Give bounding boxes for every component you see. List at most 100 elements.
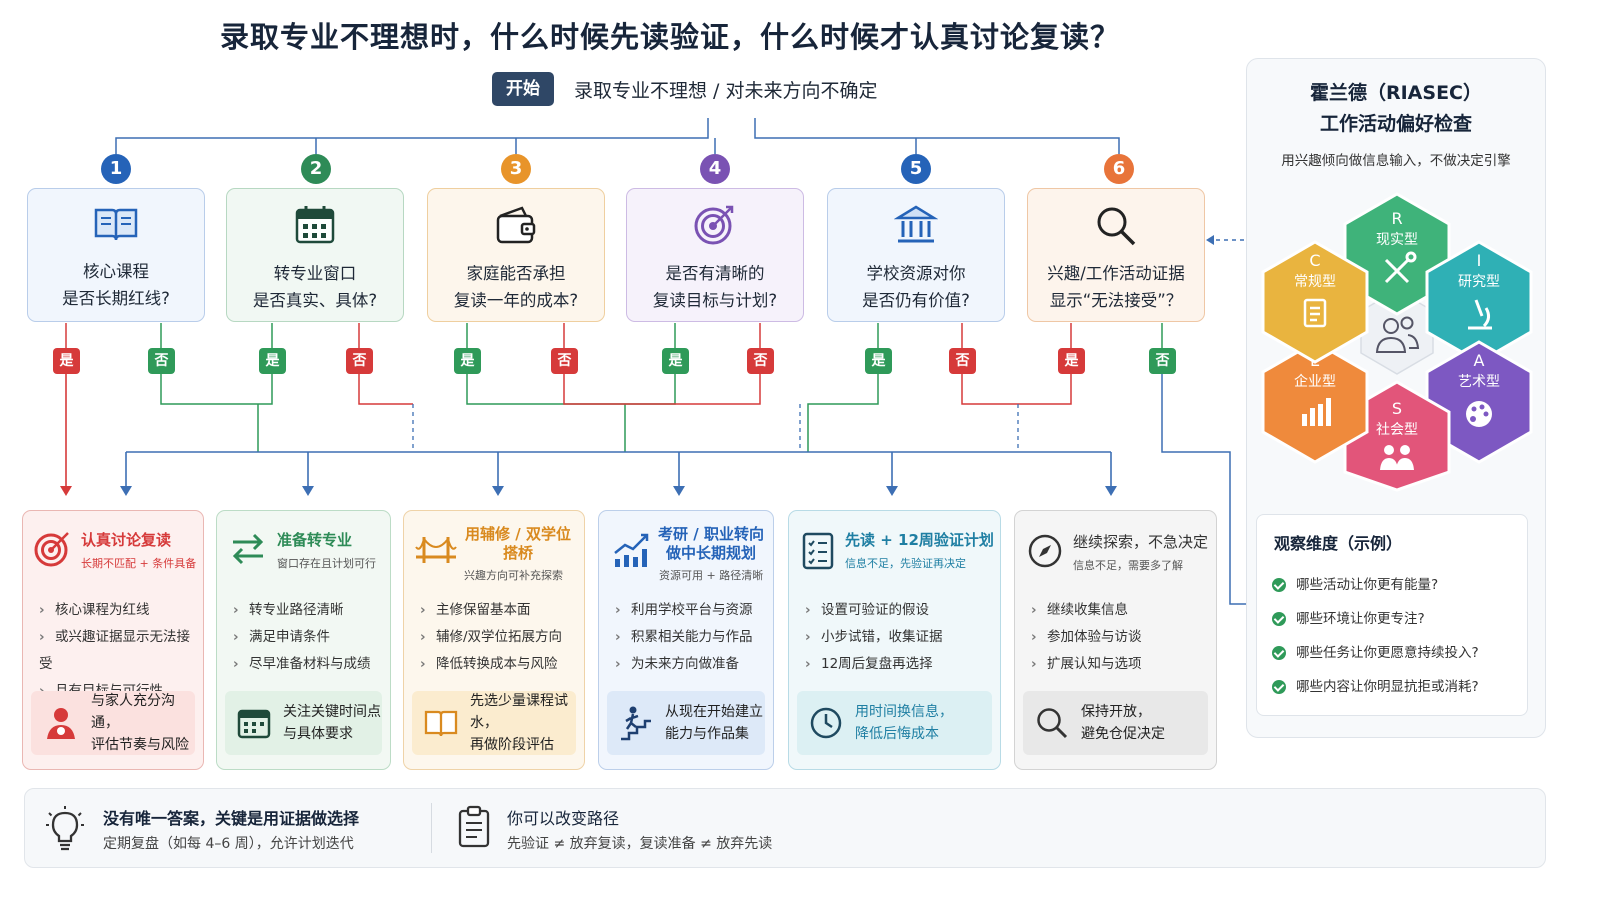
hex-letter: I xyxy=(1477,251,1482,270)
list-item: 利用学校平台与资源 xyxy=(615,597,753,624)
no-tag-q5: 否 xyxy=(949,348,976,374)
question-text: 兴趣/工作活动证据 显示“无法接受”？ xyxy=(1047,264,1185,310)
page-title: 录取专业不理想时，什么时候先读验证，什么时候才认真讨论复读？ xyxy=(219,20,1120,54)
outcome-tip-box: 与家人充分沟通， 评估节奏与风险 xyxy=(31,691,195,755)
outcome-card-grad-career: 考研 / 职业转向 做中长期规划 资源可用 + 路径清晰 利用学校平台与资源 积… xyxy=(598,510,774,770)
compass-icon xyxy=(1028,534,1062,568)
question-number-3: 3 xyxy=(501,154,531,184)
outcome-subtitle: 长期不匹配 + 条件具备 xyxy=(81,557,197,570)
question-text: 家庭能否承担 复读一年的成本? xyxy=(453,264,579,310)
yes-tag-q6: 是 xyxy=(1058,348,1085,374)
list-item: 转专业路径清晰 xyxy=(233,597,371,624)
list-item: 满足申请条件 xyxy=(233,624,371,651)
bulb-icon xyxy=(46,806,84,851)
book-icon xyxy=(94,208,138,241)
list-item: 尽早准备材料与成绩 xyxy=(233,651,371,678)
outcome-card-transfer: 准备转专业 窗口存在且计划可行 转专业路径清晰 满足申请条件 尽早准备材料与成绩… xyxy=(216,510,391,770)
footer-left-title: 没有唯一答案，关键是用证据做选择 xyxy=(103,809,360,828)
hex-letter: S xyxy=(1392,399,1402,418)
observation-list: 哪些活动让你更有能量? 哪些环境让你更专注? 哪些任务让你更愿意持续投入? 哪些… xyxy=(1272,568,1479,704)
no-tag-q6: 否 xyxy=(1149,348,1176,374)
target-icon xyxy=(694,205,734,245)
list-item: 继续收集信息 xyxy=(1031,597,1142,624)
search-icon xyxy=(1097,207,1136,246)
hex-letter: C xyxy=(1309,251,1320,270)
hex-enterprising xyxy=(1261,340,1369,464)
family-icon xyxy=(47,708,75,739)
question-number-6: 6 xyxy=(1104,154,1134,184)
no-tag-q4: 否 xyxy=(747,348,774,374)
question-card-core-courses: 核心课程 是否长期红线? xyxy=(27,188,205,322)
users-icon xyxy=(1375,316,1420,353)
tools-icon xyxy=(1384,251,1417,284)
outcome-card-study-verify: 先读 + 12周验证计划 信息不足，先验证再决定 设置可验证的假设 小步试错，收… xyxy=(788,510,1001,770)
outcome-title: 考研 / 职业转向 做中长期规划 xyxy=(658,525,764,562)
yes-tag-q2: 是 xyxy=(259,348,286,374)
list-item: 小步试错，收集证据 xyxy=(805,624,943,651)
riasec-subtitle: 用兴趣倾向做信息输入，不做决定引擎 xyxy=(1281,153,1511,169)
bar-chart-icon xyxy=(1302,398,1331,426)
outcome-title: 用辅修 / 双学位 搭桥 xyxy=(465,525,571,562)
footer-divider xyxy=(431,803,432,853)
list-item: 扩展认知与选项 xyxy=(1031,651,1142,678)
list-item: 12周后复盘再选择 xyxy=(805,651,943,678)
list-item: 降低转换成本与风险 xyxy=(420,651,562,678)
question-number-1: 1 xyxy=(101,154,131,184)
calendar-icon xyxy=(237,709,271,739)
riasec-title: 霍兰德（RIASEC） 工作活动偏好检查 xyxy=(1309,82,1482,135)
list-item: 核心课程为红线 xyxy=(39,597,203,624)
observation-box xyxy=(1256,514,1528,716)
observation-title: 观察维度（示例） xyxy=(1274,534,1403,553)
document-icon xyxy=(1303,298,1327,328)
question-card-transfer-window: 转专业窗口 是否真实、具体? xyxy=(226,188,404,322)
search-icon xyxy=(1037,708,1068,739)
hex-name: 现实型 xyxy=(1376,232,1418,248)
check-icon xyxy=(1272,680,1286,694)
list-item: 哪些任务让你更愿意持续投入? xyxy=(1272,636,1479,670)
hex-name: 研究型 xyxy=(1458,274,1500,290)
outcome-tip-text: 保持开放， 避免仓促决定 xyxy=(1081,704,1165,742)
question-text: 学校资源对你 是否仍有价值? xyxy=(862,264,970,310)
hex-letter: R xyxy=(1391,209,1402,228)
outcome-card-keep-exploring: 继续探索，不急决定 信息不足，需要多了解 继续收集信息 参加体验与访谈 扩展认知… xyxy=(1014,510,1217,770)
yes-tag-q1: 是 xyxy=(53,348,80,374)
outcome-tip-box: 关注关键时间点 与具体要求 xyxy=(225,691,382,755)
yes-tag-q3: 是 xyxy=(454,348,481,374)
hex-conventional xyxy=(1261,240,1369,364)
outcome-list: 主修保留基本面 辅修/双学位拓展方向 降低转换成本与风险 xyxy=(420,597,562,678)
no-tag-q3: 否 xyxy=(551,348,578,374)
yes-tag-q4: 是 xyxy=(662,348,689,374)
hex-name: 企业型 xyxy=(1294,373,1336,390)
outcome-tip-text: 先选少量课程试水， 再做阶段评估 xyxy=(470,693,568,753)
question-card-school-resources: 学校资源对你 是否仍有价值? xyxy=(827,188,1005,322)
start-badge: 开始 xyxy=(492,72,554,106)
check-icon xyxy=(1272,578,1286,592)
wallet-icon xyxy=(496,206,536,244)
footer-right-subtitle: 先验证 ≠ 放弃复读，复读准备 ≠ 放弃先读 xyxy=(507,836,773,852)
climb-icon xyxy=(621,706,651,741)
hex-name: 常规型 xyxy=(1294,274,1336,290)
no-tag-q2: 否 xyxy=(346,348,373,374)
outcome-list: 核心课程为红线 或兴趣证据显示无法接受 且有目标与可行性 xyxy=(39,597,203,705)
calendar-icon xyxy=(295,206,335,244)
question-number-2: 2 xyxy=(301,154,331,184)
open-book-icon xyxy=(424,710,458,737)
outcome-subtitle: 兴趣方向可补充探索 xyxy=(464,569,563,582)
outcome-subtitle: 信息不足，先验证再决定 xyxy=(845,557,966,570)
question-number-5: 5 xyxy=(901,154,931,184)
clipboard-icon xyxy=(458,805,490,848)
outcome-list: 继续收集信息 参加体验与访谈 扩展认知与选项 xyxy=(1031,597,1142,678)
hex-name: 社会型 xyxy=(1376,422,1418,438)
list-item: 为未来方向做准备 xyxy=(615,651,753,678)
outcome-tip-text: 用时间换信息， 降低后悔成本 xyxy=(855,704,953,742)
outcome-tip-box: 从现在开始建立 能力与作品集 xyxy=(607,691,765,755)
outcome-tip-box: 保持开放， 避免仓促决定 xyxy=(1023,691,1208,755)
clock-icon xyxy=(810,707,842,739)
question-card-retake-plan: 是否有清晰的 复读目标与计划? xyxy=(626,188,804,322)
outcome-subtitle: 窗口存在且计划可行 xyxy=(277,557,376,570)
swap-icon xyxy=(232,533,264,565)
check-icon xyxy=(1272,646,1286,660)
outcome-tip-text: 关注关键时间点 与具体要求 xyxy=(283,704,381,742)
start-text: 录取专业不理想 / 对未来方向不确定 xyxy=(574,80,878,102)
hex-letter: A xyxy=(1474,351,1485,370)
